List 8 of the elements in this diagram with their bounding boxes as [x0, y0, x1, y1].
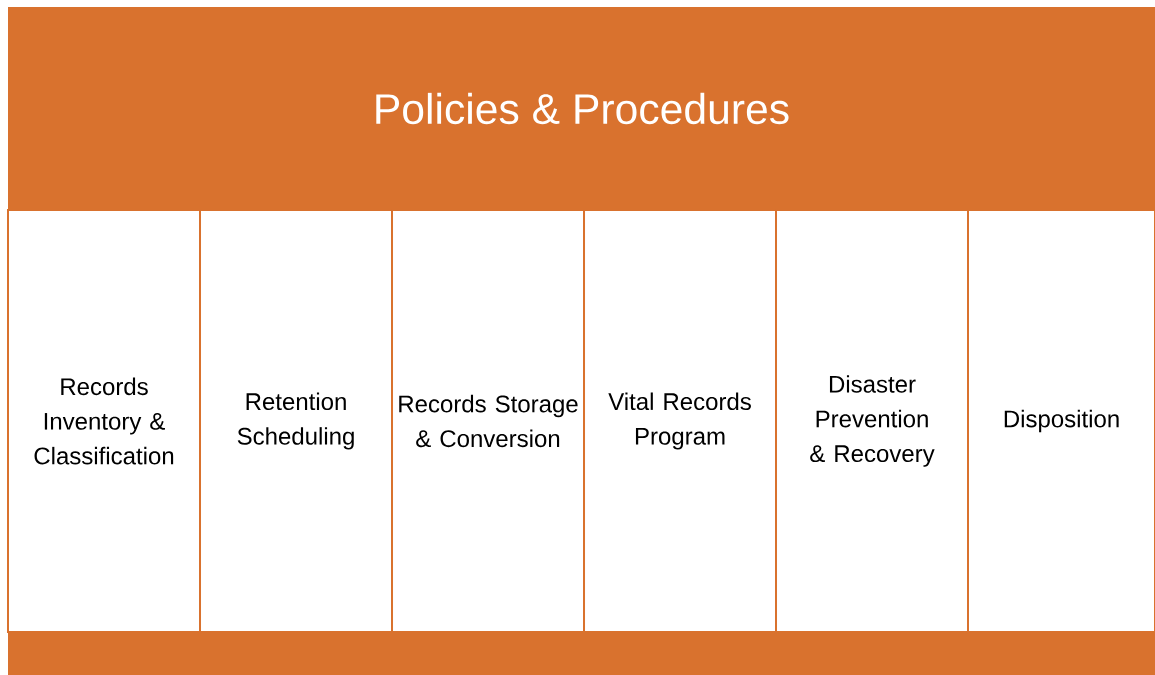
footer-band: [8, 632, 1155, 675]
column-box: Disaster Prevention & Recovery: [775, 209, 969, 633]
header-band: Policies & Procedures: [8, 7, 1155, 210]
column-box: Records Storage & Conversion: [391, 209, 585, 633]
column-box: Records Inventory & Classification: [7, 209, 201, 633]
column-box: Retention Scheduling: [199, 209, 393, 633]
column-box: Disposition: [967, 209, 1155, 633]
column-box: Vital Records Program: [583, 209, 777, 633]
